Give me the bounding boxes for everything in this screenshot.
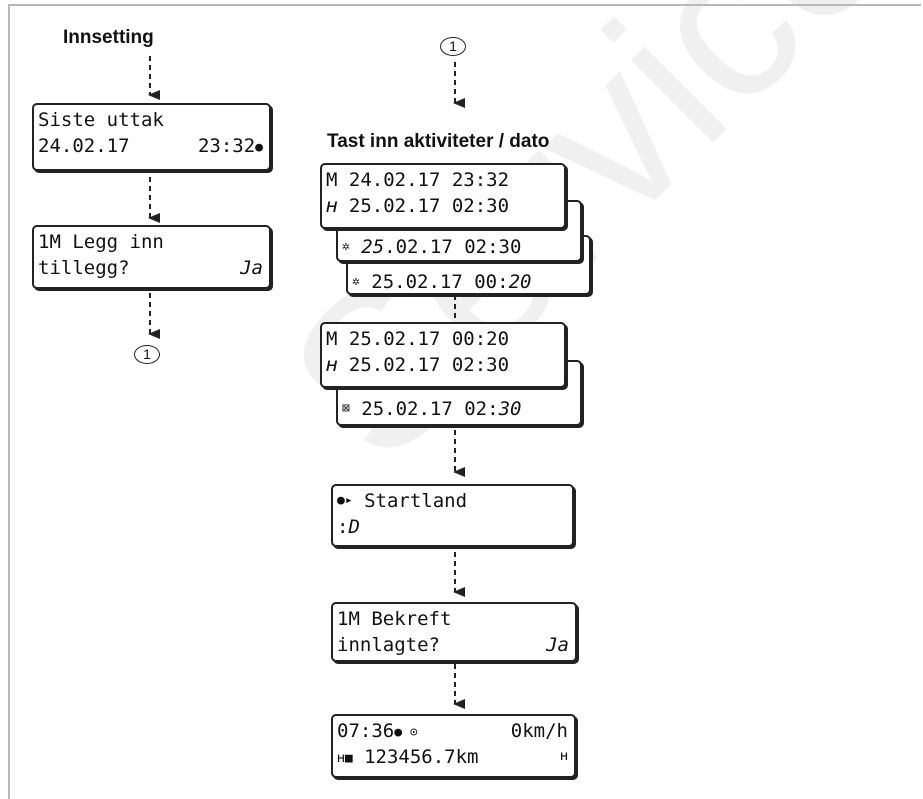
connector-1-bottom: 1: [134, 345, 160, 364]
display-activity-5-6: M 25.02.17 00:20 ʜ 25.02.17 02:30: [320, 322, 566, 388]
crossed-hammers-icon: ✲: [352, 274, 360, 289]
activity-datetime: 25.02.17 02:30: [348, 354, 510, 376]
flag-start-icon: ●▸: [337, 493, 353, 508]
m-marker: M: [326, 169, 338, 191]
figure-frame: [8, 4, 921, 799]
display-startland: ●▸ Startland :D: [331, 484, 574, 547]
activity-datetime: 25.02.17 00:: [371, 271, 509, 293]
activity-datetime-edit: 20: [508, 271, 532, 293]
display-activity-1-2: M 24.02.17 23:32 ʜ 25.02.17 02:30: [320, 163, 566, 229]
display-date: 24.02.17: [38, 135, 130, 157]
display-standard: 07:36● ⊙ 0km/h ʜ■ 123456.7km ʜ: [331, 714, 576, 778]
activity-datetime-edit: 30: [498, 398, 522, 420]
rest-bed-icon: ʜ: [326, 195, 338, 217]
left-heading: Innsetting: [63, 27, 154, 48]
display-confirm: 1M Bekreft innlagte? Ja: [331, 602, 577, 662]
startland-label: Startland: [364, 490, 468, 512]
standard-odometer: 123456.7km: [364, 746, 479, 768]
record-dot-icon: ●: [394, 725, 403, 740]
operating-mode-icon: ⊙: [402, 725, 418, 740]
activity-datetime: .02.17 02:30: [384, 236, 522, 258]
activity-datetime: 25.02.17 00:20: [348, 328, 510, 350]
display-time: 23:32: [197, 135, 256, 157]
display-line: Siste uttak: [38, 109, 164, 131]
confirm-answer: Ja: [546, 634, 569, 656]
confirm-label: 1M Bekreft: [337, 608, 452, 630]
standard-speed: 0km/h: [510, 720, 568, 742]
display-answer: Ja: [240, 257, 263, 279]
activity-datetime: 24.02.17 23:32: [348, 169, 510, 191]
crossed-hammers-icon: ✲: [342, 239, 350, 254]
standard-time: 07:36: [337, 720, 395, 742]
display-add-entry: 1M Legg inn tillegg? Ja: [32, 225, 271, 289]
confirm-question: innlagte?: [337, 634, 440, 656]
display-line: 1M Legg inn: [38, 231, 164, 253]
record-dot-icon: ●: [255, 140, 263, 155]
activity-datetime-edit: 25: [361, 236, 385, 258]
display-question: tillegg?: [38, 257, 130, 279]
display-last-withdrawal: Siste uttak 24.02.17 23:32●: [32, 103, 271, 171]
rest-bed-icon: ʜ: [560, 749, 568, 764]
m-marker: M: [326, 328, 338, 350]
rest-bed-icon: ʜ: [326, 354, 338, 376]
available-box-icon: ⊠: [342, 401, 350, 416]
activity-datetime: 25.02.17 02:30: [348, 195, 510, 217]
connector-1-top: 1: [440, 37, 466, 56]
startland-prefix: :: [337, 516, 349, 538]
activity-datetime: 25.02.17 02:: [361, 398, 499, 420]
startland-value: D: [348, 516, 360, 538]
right-heading: Tast inn aktiviteter / dato: [327, 131, 550, 152]
card-slot-icon: ʜ■: [337, 751, 353, 766]
